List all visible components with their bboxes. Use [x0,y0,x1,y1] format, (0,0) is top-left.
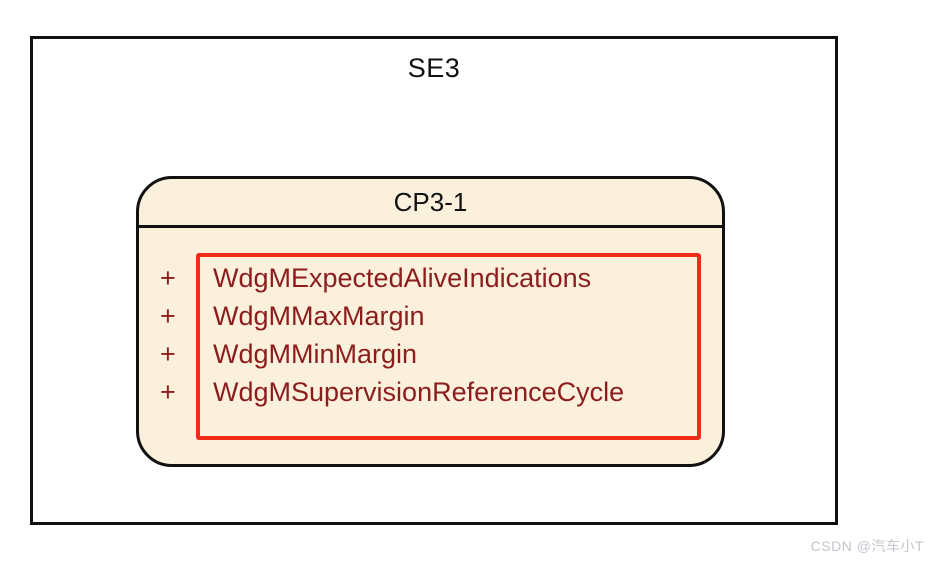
plus-marker: + [160,338,176,369]
plus-marker: + [160,262,176,293]
inner-container-cp3-1: CP3-1 + WdgMExpectedAliveIndications + W… [136,176,725,467]
parameters-box [196,253,701,440]
parameters-list: + WdgMExpectedAliveIndications + WdgMMax… [139,259,722,411]
parameter-name: WdgMSupervisionReferenceCycle [213,376,625,407]
outer-container-se3: SE3 CP3-1 + WdgMExpectedAliveIndications… [30,36,838,525]
parameter-name: WdgMMinMargin [213,338,418,369]
plus-marker: + [160,300,176,331]
parameter-row: + WdgMMinMargin [139,335,722,373]
parameter-row: + WdgMMaxMargin [139,297,722,335]
parameter-row: + WdgMExpectedAliveIndications [139,259,722,297]
plus-marker: + [160,376,176,407]
parameter-row: + WdgMSupervisionReferenceCycle [139,373,722,411]
parameter-name: WdgMExpectedAliveIndications [213,262,592,293]
watermark-text: CSDN @汽车小T [810,538,924,554]
outer-container-label: SE3 [407,53,461,83]
inner-container-body: + WdgMExpectedAliveIndications + WdgMMax… [139,228,722,464]
inner-container-label: CP3-1 [139,179,722,228]
parameter-name: WdgMMaxMargin [213,300,425,331]
